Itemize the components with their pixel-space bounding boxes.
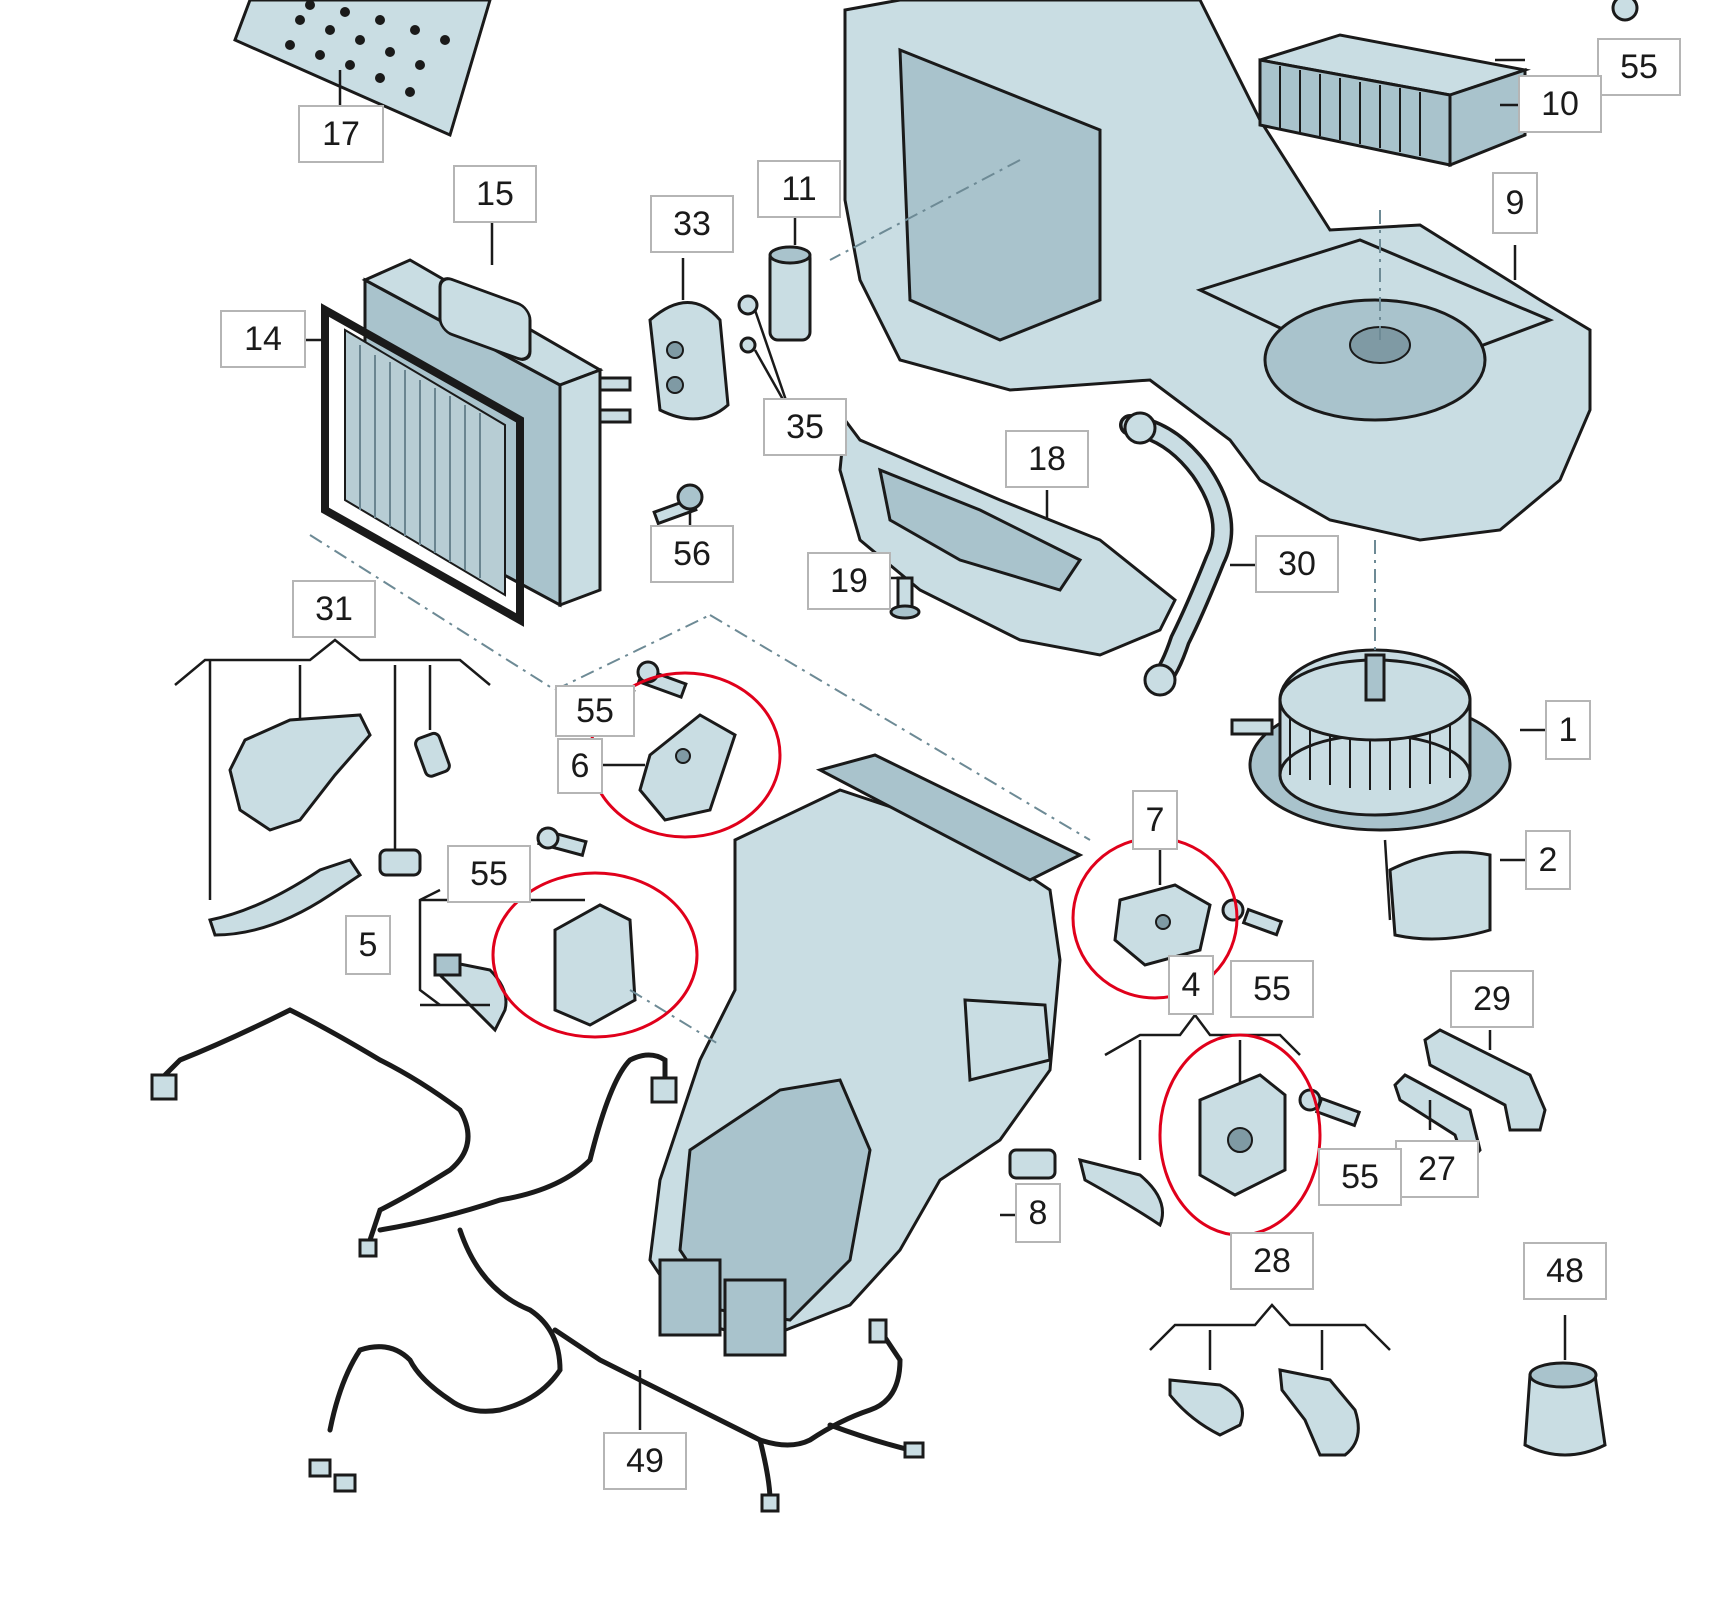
callout-6: 6 [557,738,603,794]
callout-55-right: 55 [1230,960,1314,1018]
part-2-clip [1383,839,1525,941]
part-14-15-evaporator [305,220,632,627]
callout-9: 9 [1492,172,1538,234]
callout-56: 56 [650,525,734,583]
callout-1: 1 [1545,700,1591,760]
part-33-block [648,258,730,421]
callout-8: 8 [1015,1183,1061,1243]
callout-17: 17 [298,105,384,163]
part-17-grid-panel [233,0,492,138]
callout-49: 49 [603,1432,687,1490]
callout-55-top: 55 [1597,38,1681,96]
part-28-parts [1149,1303,1391,1457]
callout-35: 35 [763,398,847,456]
callout-19: 19 [807,552,891,610]
callout-48: 48 [1523,1242,1607,1300]
part-9-housing [829,0,1592,542]
part-1-blower [1230,540,1545,832]
part-48-cap [1523,1315,1607,1457]
part-4-actuator [1077,1012,1362,1237]
callout-28: 28 [1230,1232,1314,1290]
callout-11: 11 [757,160,841,218]
part-11-valve [737,215,812,413]
callout-10: 10 [1518,75,1602,133]
callout-29: 29 [1450,970,1534,1028]
callout-5: 5 [345,915,391,975]
part-8-heater-box [309,534,1091,1357]
part-10-filter [1258,0,1639,168]
callout-55-left: 55 [555,685,635,737]
part-30-pipe [1119,411,1255,697]
callout-7: 7 [1132,790,1178,850]
callout-4: 4 [1168,955,1214,1015]
part-49-wiring-harness [150,1007,925,1513]
callout-30: 30 [1255,535,1339,593]
callout-27: 27 [1395,1140,1479,1198]
part-56-screw [652,483,704,535]
part-18-cover [838,416,1177,657]
callout-33: 33 [650,195,734,253]
callout-2: 2 [1525,830,1571,890]
callout-14: 14 [220,310,306,368]
callout-55-bottom: 55 [1318,1148,1402,1206]
callout-18: 18 [1005,430,1089,488]
callout-55-mid: 55 [447,845,531,903]
callout-15: 15 [453,165,537,223]
callout-31: 31 [292,580,376,638]
part-5-actuator [418,826,721,1046]
part-31-linkage [174,638,491,937]
